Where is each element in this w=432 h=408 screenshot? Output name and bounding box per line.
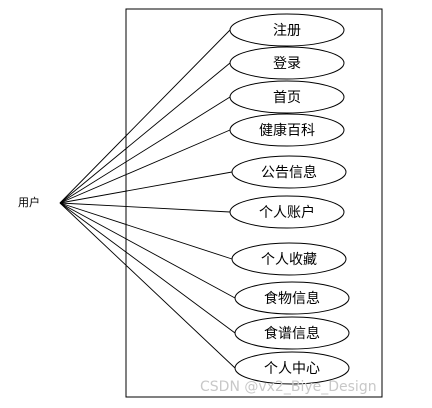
watermark-text: CSDN @vx2_Biye_Design [200,379,377,395]
use-case: 个人账户 [229,195,345,229]
association-line [59,202,236,334]
use-case: 食物信息 [234,281,350,315]
use-case: 个人中心 [234,351,350,385]
use-case-ellipse [229,195,345,229]
use-case-ellipse [231,155,347,189]
association-line [59,202,231,213]
use-case: 注册 [229,13,345,47]
association-line [59,129,231,204]
actor-label: 用户 [18,195,40,209]
use-case-label: 个人收藏 [261,252,317,268]
connector-lines [59,29,236,369]
use-case: 个人收藏 [231,242,347,276]
use-case-label: 个人账户 [259,204,315,221]
association-line [59,202,236,299]
use-case: 健康百科 [229,113,345,147]
association-line [59,202,233,260]
use-case-label: 健康百科 [259,122,315,139]
use-case-ellipse [234,316,350,350]
system-boundary [125,8,383,398]
association-line [59,29,231,204]
use-case-label: 个人中心 [264,361,320,377]
use-case-ellipse [231,242,347,276]
association-line [59,62,231,204]
use-case: 登录 [229,46,345,80]
association-line [59,96,231,204]
use-case-ellipse [229,80,345,114]
use-case-label: 登录 [273,56,301,72]
use-case-ellipse [234,281,350,315]
use-case: 首页 [229,80,345,114]
use-case-label: 公告信息 [261,164,317,181]
association-line [59,202,236,369]
use-case-ellipse [229,46,345,80]
use-case-ellipse [229,13,345,47]
use-case-ellipse [229,113,345,147]
use-case-ellipse [234,351,350,385]
use-case-label: 食谱信息 [264,325,320,342]
use-case-label: 首页 [273,90,301,106]
use-case-label: 注册 [273,23,301,39]
use-case: 食谱信息 [234,316,350,350]
association-line [59,171,233,204]
use-case: 公告信息 [231,155,347,189]
use-case-label: 食物信息 [264,290,320,307]
